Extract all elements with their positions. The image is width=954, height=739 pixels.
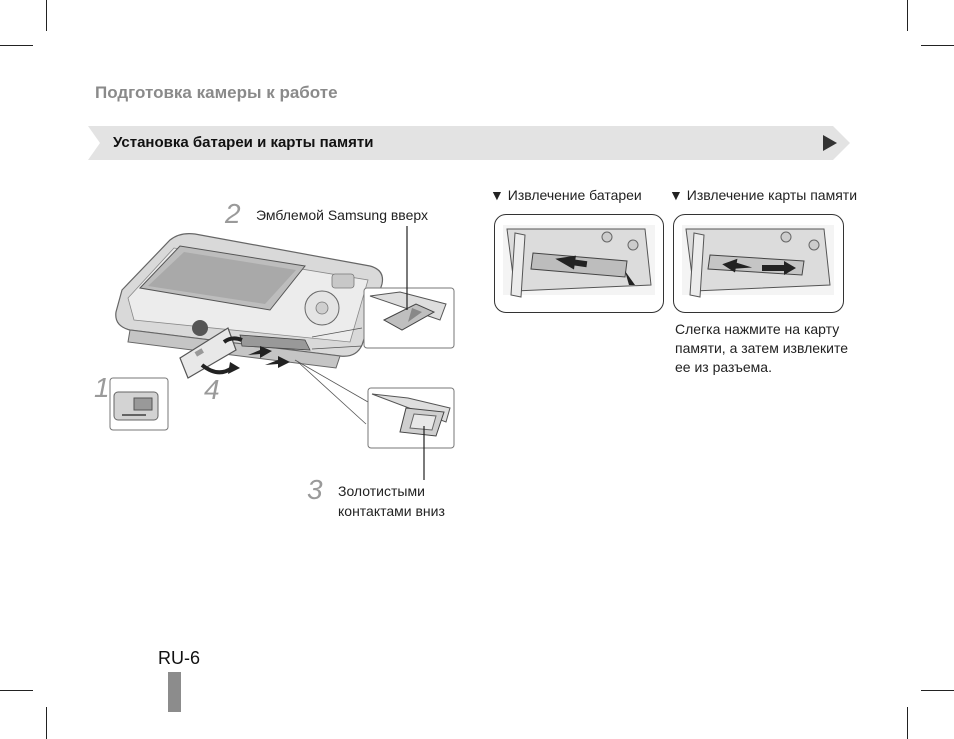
camera-illustration bbox=[109, 226, 455, 480]
inset-memory-card bbox=[367, 387, 455, 449]
crop-mark-bottom-right-h bbox=[921, 690, 954, 691]
play-arrow-icon bbox=[823, 135, 837, 151]
banner-title: Установка батареи и карты памяти bbox=[113, 134, 374, 151]
step-number-3: 3 bbox=[307, 474, 323, 505]
battery-removal-label: Извлечение батареи bbox=[507, 187, 642, 203]
inset-battery-lock bbox=[109, 377, 169, 431]
insert-arrow-1 bbox=[248, 346, 272, 358]
page-number: RU-6 bbox=[158, 648, 201, 668]
note-line-2: памяти, а затем извлеките bbox=[675, 340, 849, 356]
crop-mark-bottom-left-h bbox=[0, 690, 33, 691]
page-marker-bar bbox=[168, 672, 181, 712]
card-removal-image bbox=[673, 214, 844, 313]
close-arrow bbox=[222, 336, 243, 344]
step-number-2: 2 bbox=[225, 198, 241, 229]
step-3-caption-line-2: контактами вниз bbox=[338, 503, 445, 519]
section-banner bbox=[88, 126, 850, 160]
insert-arrow-2 bbox=[265, 356, 290, 368]
step-3-caption-line-1: Золотистыми bbox=[338, 483, 425, 499]
step-2-caption: Эмблемой Samsung вверх bbox=[256, 207, 429, 223]
crop-mark-top-left-h bbox=[0, 45, 33, 46]
card-removal-heading: ▼ Извлечение карты памяти bbox=[669, 187, 857, 203]
card-removal-note: Слегка нажмите на карту памяти, а затем … bbox=[675, 320, 848, 377]
step-number-1: 1 bbox=[94, 372, 110, 403]
crop-mark-bottom-right-v bbox=[907, 707, 908, 739]
battery-door bbox=[179, 327, 237, 379]
note-line-3: ее из разъема. bbox=[675, 359, 772, 375]
crop-mark-bottom-left-v bbox=[46, 707, 47, 739]
camera-body bbox=[115, 233, 384, 369]
crop-mark-top-right-v bbox=[907, 0, 908, 31]
battery-removal-image bbox=[494, 214, 664, 313]
battery-removal-heading: ▼ Извлечение батареи bbox=[490, 187, 642, 203]
rotate-arrow-4 bbox=[200, 363, 234, 375]
note-line-1: Слегка нажмите на карту bbox=[675, 321, 840, 337]
triangle-down-icon: ▼ bbox=[490, 187, 504, 203]
crop-mark-top-left-v bbox=[46, 0, 47, 31]
crop-mark-top-right-h bbox=[921, 45, 954, 46]
triangle-down-icon: ▼ bbox=[669, 187, 683, 203]
section-title: Подготовка камеры к работе bbox=[95, 83, 338, 102]
inset-battery bbox=[363, 287, 455, 349]
step-number-4: 4 bbox=[204, 374, 220, 405]
card-removal-label: Извлечение карты памяти bbox=[686, 187, 858, 203]
